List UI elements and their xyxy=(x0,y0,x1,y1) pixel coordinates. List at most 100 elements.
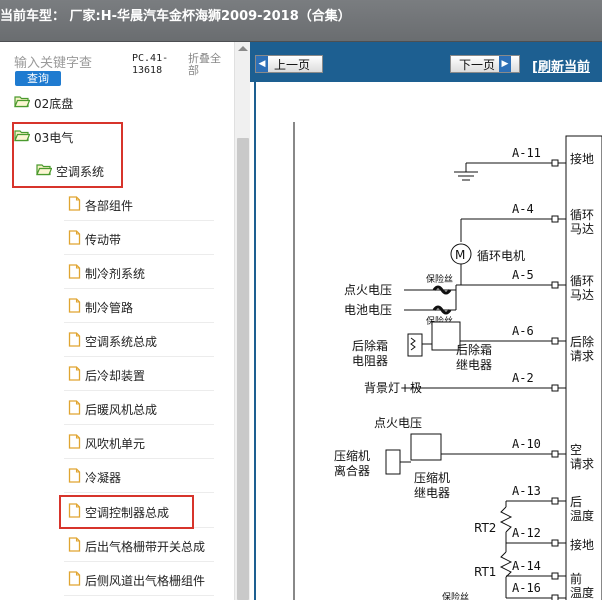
connector-label: 空 xyxy=(570,443,582,457)
tree-row-divider xyxy=(64,288,214,289)
pin-connector xyxy=(551,215,559,223)
title-bar: 当前车型： 厂家:H-华晨汽车金杯海狮2009-2018（合集） xyxy=(0,0,602,42)
collapse-all-link[interactable]: 折叠全部 xyxy=(188,52,221,77)
connector-label: 温度 xyxy=(570,585,594,600)
tree-item[interactable]: 空调系统总成 xyxy=(68,330,157,352)
pin-label: A-10 xyxy=(512,437,541,451)
tree-item[interactable]: 03电气 xyxy=(14,126,73,148)
tree-item-label: 制冷剂系统 xyxy=(85,266,146,281)
tree-row-divider xyxy=(64,492,214,493)
ignition-voltage-label: 点火电压 xyxy=(344,283,392,297)
connector-label: 马达 xyxy=(570,222,594,236)
pin-connector xyxy=(551,572,559,580)
pin-label: A-14 xyxy=(512,559,541,573)
compressor-relay-icon xyxy=(410,433,442,461)
tree-item[interactable]: 各部组件 xyxy=(68,194,133,216)
tree-item[interactable]: 风吹机单元 xyxy=(68,432,145,454)
pin-label: A-4 xyxy=(512,202,534,216)
pin-connector xyxy=(551,384,559,392)
tree-row-divider xyxy=(64,458,214,459)
tree-item[interactable]: 后暖风机总成 xyxy=(68,398,157,420)
tree-row-divider xyxy=(64,390,214,391)
pin-label: A-6 xyxy=(512,324,534,338)
tree-item[interactable]: 后侧风道出气格栅组件 xyxy=(68,569,205,591)
pin-label: A-13 xyxy=(512,484,541,498)
document-icon xyxy=(68,230,81,248)
thermistor-rt1-icon xyxy=(499,551,513,578)
tree-item-label: 风吹机单元 xyxy=(85,436,146,451)
tree-item[interactable]: 02底盘 xyxy=(14,92,73,114)
prev-page-label: 上一页 xyxy=(274,57,311,72)
next-page-label: 下一页 xyxy=(459,57,496,72)
next-page-button[interactable]: 下一页 ▶ xyxy=(450,55,520,73)
folder-open-icon xyxy=(14,129,31,145)
tree-row-divider xyxy=(64,595,214,596)
tree-row-divider xyxy=(64,220,214,221)
compressor-clutch-label: 离合器 xyxy=(334,463,370,478)
category-tree: 02底盘 03电气空调系统各部组件传动带制冷剂系统制冷管路空调系统总成后冷却装置后… xyxy=(0,88,234,600)
tree-item[interactable]: 制冷剂系统 xyxy=(68,262,145,284)
tree-item-label: 空调系统 xyxy=(56,164,105,179)
search-input[interactable] xyxy=(14,54,122,72)
tree-item[interactable]: 空调系统 xyxy=(36,160,104,182)
rt1-label: RT1 xyxy=(474,565,496,579)
arrow-left-icon: ◀ xyxy=(256,56,268,72)
tree-item[interactable]: 后出气格栅带开关总成 xyxy=(68,535,205,557)
highlight-box-electrical xyxy=(12,122,123,188)
tree-item[interactable]: 冷凝器 xyxy=(68,466,121,488)
pin-connector xyxy=(551,497,559,505)
connector-label: 接地 xyxy=(570,537,594,552)
document-icon xyxy=(68,264,81,282)
document-icon xyxy=(68,196,81,214)
tree-item-label: 各部组件 xyxy=(85,198,134,213)
highlight-box-controller xyxy=(59,495,194,529)
connector-label: 后 xyxy=(570,495,582,509)
tree-item[interactable]: 空调控制器总成 xyxy=(68,501,169,523)
tree-item-label: 后暖风机总成 xyxy=(85,402,158,417)
prev-page-button[interactable]: ◀ 上一页 xyxy=(255,55,323,73)
scroll-up-arrow[interactable] xyxy=(238,46,248,51)
fuse-icon xyxy=(432,285,452,295)
pin-label: A-16 xyxy=(512,581,541,595)
document-icon xyxy=(68,434,81,452)
tree-item[interactable]: 制冷管路 xyxy=(68,296,133,318)
tree-item-label: 冷凝器 xyxy=(85,470,122,485)
clutch-icon xyxy=(385,449,401,475)
tree-scrollbar[interactable] xyxy=(234,42,250,600)
tree-item-label: 后冷却装置 xyxy=(85,368,146,383)
document-icon xyxy=(68,537,81,555)
pin-label: A-12 xyxy=(512,526,541,540)
wiring-diagram: A-11A-4A-5A-6A-2A-10A-13A-12A-14A-16接地循环… xyxy=(293,122,602,600)
connector-label: 马达 xyxy=(570,288,594,302)
document-icon xyxy=(68,366,81,384)
motor-letter: M xyxy=(455,248,465,262)
fuse-label: 保险丝 xyxy=(426,273,453,285)
scroll-thumb[interactable] xyxy=(237,138,249,600)
connector-label: 前 xyxy=(570,571,582,586)
pin-connector xyxy=(551,281,559,289)
tree-item-label: 后侧风道出气格栅组件 xyxy=(85,573,206,588)
tree-item[interactable]: 传动带 xyxy=(68,228,121,250)
rear-defrost-resistor-label: 后除霜 xyxy=(352,338,388,353)
document-icon xyxy=(68,503,81,521)
query-button[interactable]: 查询 xyxy=(15,71,61,86)
relay-icon xyxy=(431,321,461,351)
connector-label: 请求 xyxy=(570,457,594,471)
resistor-zigzag xyxy=(410,337,416,351)
folder-open-icon xyxy=(14,95,31,111)
connector-label: 接地 xyxy=(570,151,594,166)
rear-defrost-relay-label: 继电器 xyxy=(456,358,492,372)
rear-defrost-relay-label: 后除霜 xyxy=(456,342,492,357)
pin-connector xyxy=(551,337,559,345)
folder-open-icon xyxy=(36,163,53,179)
battery-voltage-label: 电池电压 xyxy=(344,303,392,317)
pc-code-text: PC.41-13618 xyxy=(132,53,169,76)
document-icon xyxy=(68,400,81,418)
left-panel: 查询 PC.41-13618 折叠全部 02底盘 03电气空调系统各部组件传动带制… xyxy=(0,42,250,600)
refresh-current-link[interactable]: [刷新当前 xyxy=(532,60,590,75)
page-toolbar: ◀ 上一页 下一页 ▶ [刷新当前 xyxy=(250,42,602,82)
controller-block xyxy=(565,135,602,600)
pin-label: A-11 xyxy=(512,146,541,160)
tree-item[interactable]: 后冷却装置 xyxy=(68,364,145,386)
